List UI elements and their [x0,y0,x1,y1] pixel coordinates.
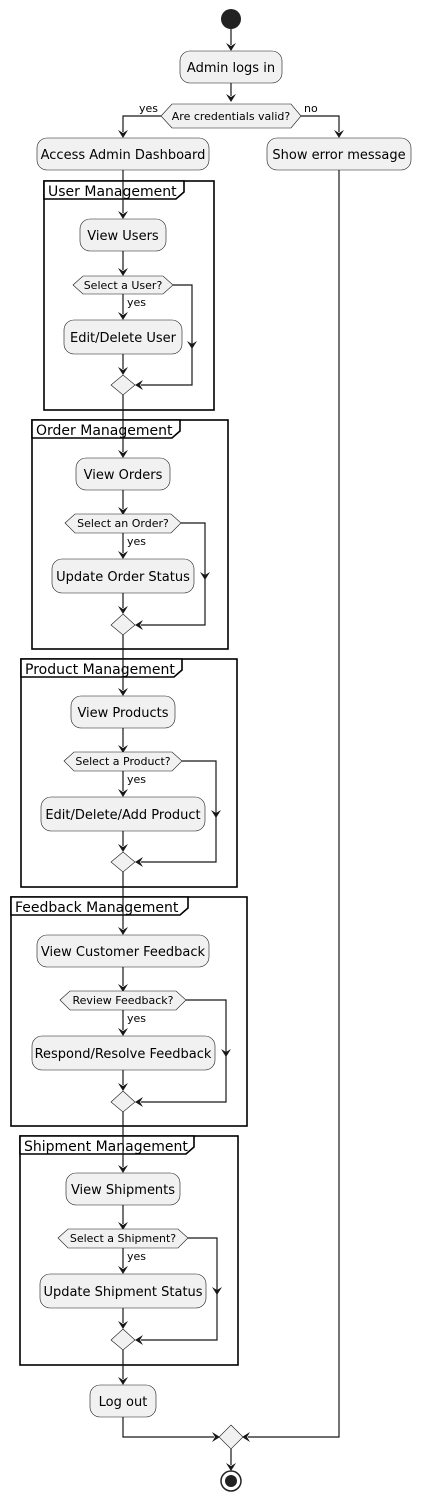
action-respond-resolve-feedback: Respond/Resolve Feedback [31,1035,216,1071]
action-view-shipments: View Shipments [65,1172,181,1206]
svg-text:View Products: View Products [77,706,168,721]
decision-credentials-valid: Are credentials valid? [160,103,302,129]
branch-label-yes: yes [127,773,146,786]
action-view-orders: View Orders [75,457,171,491]
partition-shipment-management: Shipment Management [19,1135,239,1366]
svg-text:Update Order Status: Update Order Status [56,570,190,585]
end-node [220,1470,242,1492]
branch-label-yes: yes [127,1250,146,1263]
merge-final [218,1424,244,1450]
branch-label-yes: yes [127,296,146,309]
partition-order-management: Order Management [31,419,229,650]
partition-label: Order Management [36,423,173,439]
svg-text:View Users: View Users [87,229,159,244]
decision-select-order: Select an Order? [64,513,182,534]
action-access-dashboard: Access Admin Dashboard [36,137,210,171]
action-show-error: Show error message [266,137,412,171]
action-edit-delete-add-product: Edit/Delete/Add Product [40,796,206,832]
svg-text:Respond/Resolve Feedback: Respond/Resolve Feedback [35,1047,212,1062]
svg-text:Review Feedback?: Review Feedback? [73,994,174,1007]
branch-label-yes: yes [139,102,158,115]
partition-label: Product Management [25,662,175,678]
partition-label: User Management [48,184,177,200]
decision-select-user: Select a User? [72,275,174,295]
partition-label: Shipment Management [24,1139,188,1155]
action-log-out: Log out [89,1384,157,1418]
start-node [221,9,241,29]
svg-text:Edit/Delete/Add Product: Edit/Delete/Add Product [45,808,200,823]
svg-text:Select a User?: Select a User? [84,279,163,292]
merge-product [110,851,136,873]
merge-order [110,613,136,636]
decision-review-feedback: Review Feedback? [59,990,187,1011]
svg-text:Access Admin Dashboard: Access Admin Dashboard [41,148,206,163]
action-view-users: View Users [79,218,167,252]
svg-text:Select an Order?: Select an Order? [77,517,169,530]
partition-feedback-management: Feedback Management [10,896,248,1127]
merge-feedback [110,1090,136,1113]
svg-text:Admin logs in: Admin logs in [187,61,275,76]
edges [118,29,344,1471]
svg-text:Select a Shipment?: Select a Shipment? [70,1232,176,1245]
svg-text:Are credentials valid?: Are credentials valid? [172,110,291,123]
svg-text:Show error message: Show error message [272,148,405,163]
svg-text:View Orders: View Orders [84,468,163,483]
merge-shipment [110,1328,136,1351]
svg-text:Update Shipment Status: Update Shipment Status [43,1285,202,1300]
action-update-shipment-status: Update Shipment Status [39,1273,207,1309]
branch-label-yes: yes [127,535,146,548]
decision-select-product: Select a Product? [63,751,183,772]
action-admin-logs-in: Admin logs in [179,50,283,84]
svg-text:View Customer Feedback: View Customer Feedback [41,945,206,960]
merge-user [110,374,136,396]
svg-text:Edit/Delete User: Edit/Delete User [70,331,177,346]
svg-text:View Shipments: View Shipments [71,1183,175,1198]
svg-text:Select a Product?: Select a Product? [75,755,170,768]
partition-user-management: User Management [43,180,215,411]
action-edit-delete-user: Edit/Delete User [63,319,183,355]
svg-text:Log out: Log out [99,1395,148,1410]
branch-label-no: no [304,102,318,115]
action-view-products: View Products [70,695,176,729]
partition-product-management: Product Management [20,658,238,888]
action-update-order-status: Update Order Status [51,558,195,594]
branch-label-yes: yes [127,1012,146,1025]
partition-label: Feedback Management [15,900,179,916]
action-view-customer-feedback: View Customer Feedback [36,934,210,968]
decision-select-shipment: Select a Shipment? [57,1228,189,1249]
